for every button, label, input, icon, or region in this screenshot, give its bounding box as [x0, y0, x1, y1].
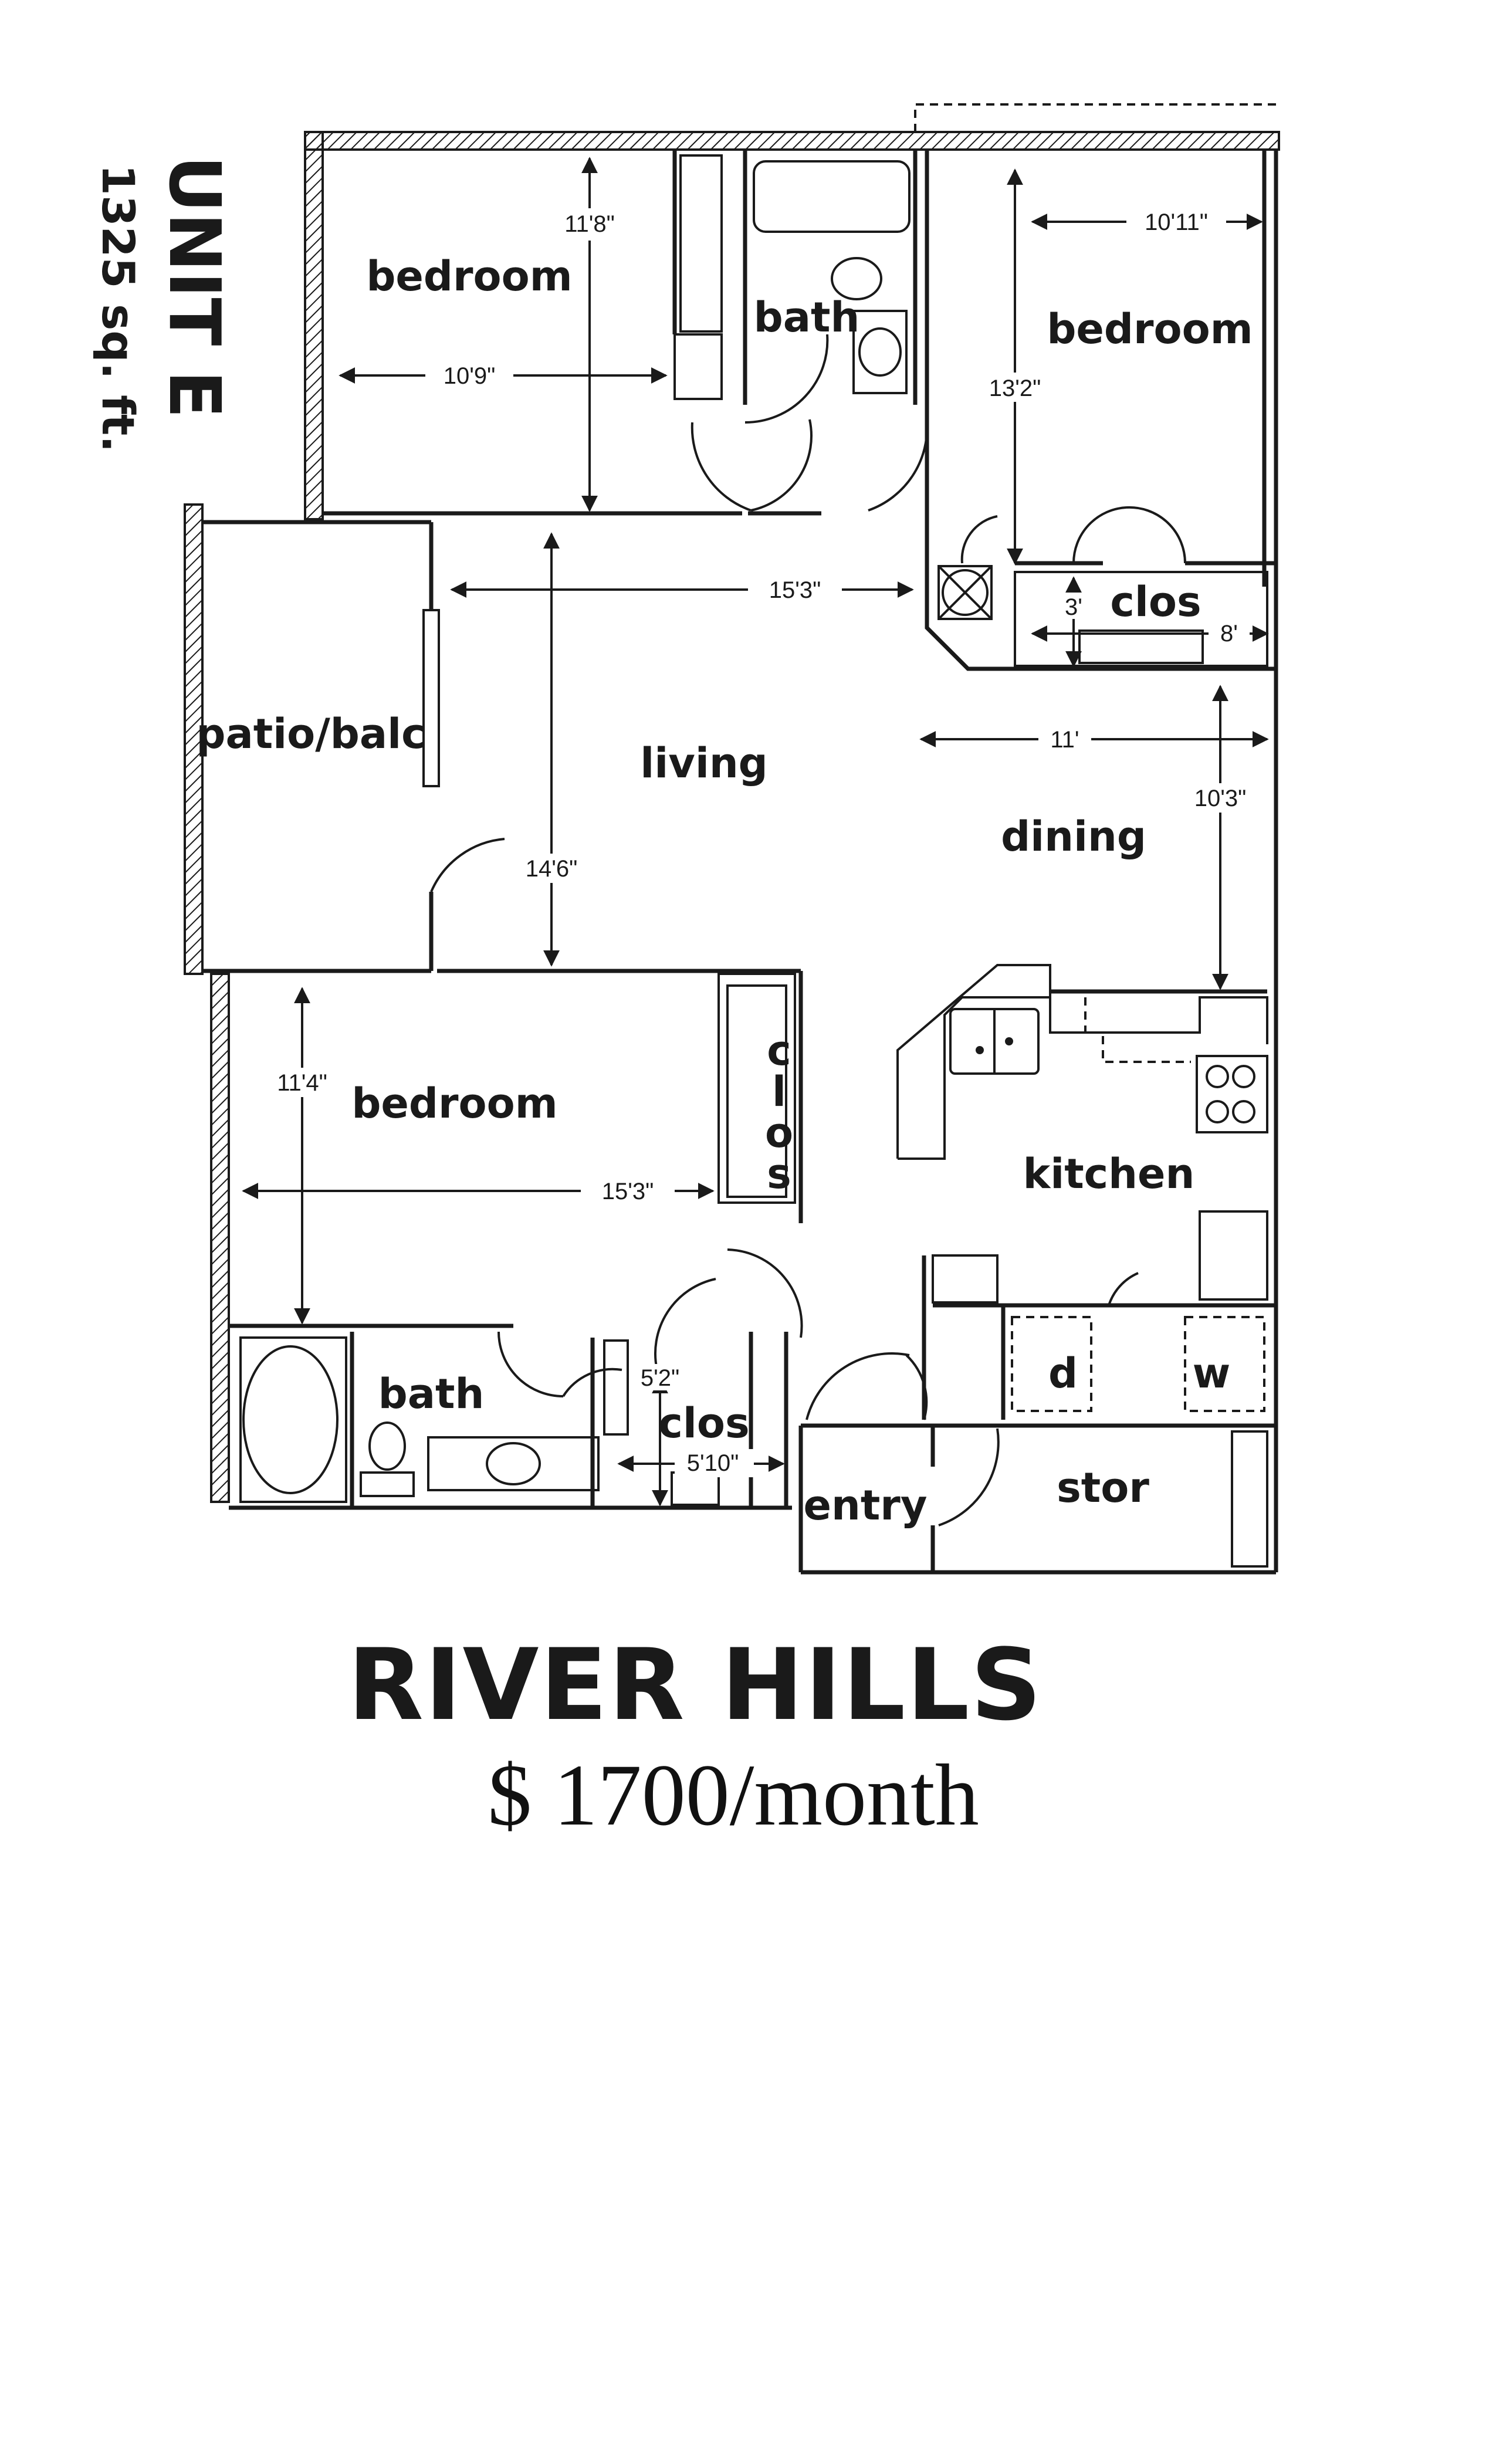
dim-clos-tr-width: 8' — [1220, 621, 1238, 647]
rent-price: $ 1700/month — [488, 1747, 979, 1844]
door-swings — [430, 334, 1187, 1527]
room-label-storage: stor — [1057, 1464, 1149, 1512]
clos-letter-c: c — [767, 1027, 791, 1075]
room-label-dining: dining — [1001, 813, 1146, 861]
room-label-bedroom-top-left: bedroom — [366, 252, 572, 300]
dim-clos-b-depth: 5'2" — [641, 1365, 679, 1391]
clos-letter-l: l — [772, 1068, 786, 1116]
unit-area: 1325 sq. ft. — [92, 164, 144, 452]
dim-living-depth: 14'6" — [526, 856, 578, 882]
dim-bedroom-b-width: 15'3" — [602, 1179, 654, 1204]
room-label-entry: entry — [804, 1481, 928, 1529]
room-label-clos-top-right: clos — [1110, 578, 1201, 626]
property-name: RIVER HILLS — [348, 1627, 1043, 1742]
dim-bedroom-tr-depth: 13'2" — [989, 375, 1041, 401]
walls — [184, 103, 1280, 1575]
unit-heading: UNIT E 1325 sq. ft. — [92, 155, 235, 452]
dim-dining-width: 11' — [1050, 727, 1079, 753]
room-label-patio: patio/balc — [196, 710, 425, 758]
dim-bedroom-tl-width: 10'9" — [444, 363, 496, 389]
left-exterior-wall-lower — [210, 973, 230, 1503]
room-label-living: living — [640, 739, 768, 787]
dim-dining-depth: 10'3" — [1194, 786, 1247, 811]
dim-bedroom-b-depth: 11'4" — [277, 1070, 327, 1096]
dim-bedroom-tr-width: 10'11" — [1145, 209, 1208, 235]
room-label-washer: w — [1193, 1349, 1231, 1397]
room-label-kitchen: kitchen — [1023, 1150, 1195, 1198]
top-exterior-wall — [304, 131, 1280, 151]
left-exterior-wall-upper — [304, 131, 324, 520]
dimension-labels: 11'8" 10'9" 10'11" 13'2" 3' 8' 15'3" 14'… — [264, 207, 1264, 1477]
room-label-bath-bottom: bath — [378, 1370, 485, 1418]
dim-living-width: 15'3" — [769, 577, 821, 603]
patio-wall — [184, 503, 204, 975]
room-label-clos-vertical: c l o s — [765, 1027, 793, 1198]
room-label-bath-top: bath — [754, 293, 860, 341]
clos-letter-s: s — [767, 1150, 791, 1198]
room-label-clos-bottom: clos — [658, 1399, 749, 1447]
room-label-dryer: d — [1048, 1349, 1078, 1397]
unit-name: UNIT E — [153, 155, 235, 418]
dim-clos-b-width: 5'10" — [687, 1450, 739, 1476]
room-label-bedroom-top-right: bedroom — [1047, 305, 1253, 353]
room-label-bedroom-bottom: bedroom — [351, 1079, 557, 1128]
dim-clos-tr-depth: 3' — [1065, 594, 1082, 620]
dim-bedroom-tl-depth: 11'8" — [564, 211, 615, 237]
roof-outline — [914, 103, 1279, 132]
room-labels: bedroom bath bedroom clos patio/balc liv… — [196, 252, 1253, 1529]
clos-letter-o: o — [765, 1109, 793, 1157]
